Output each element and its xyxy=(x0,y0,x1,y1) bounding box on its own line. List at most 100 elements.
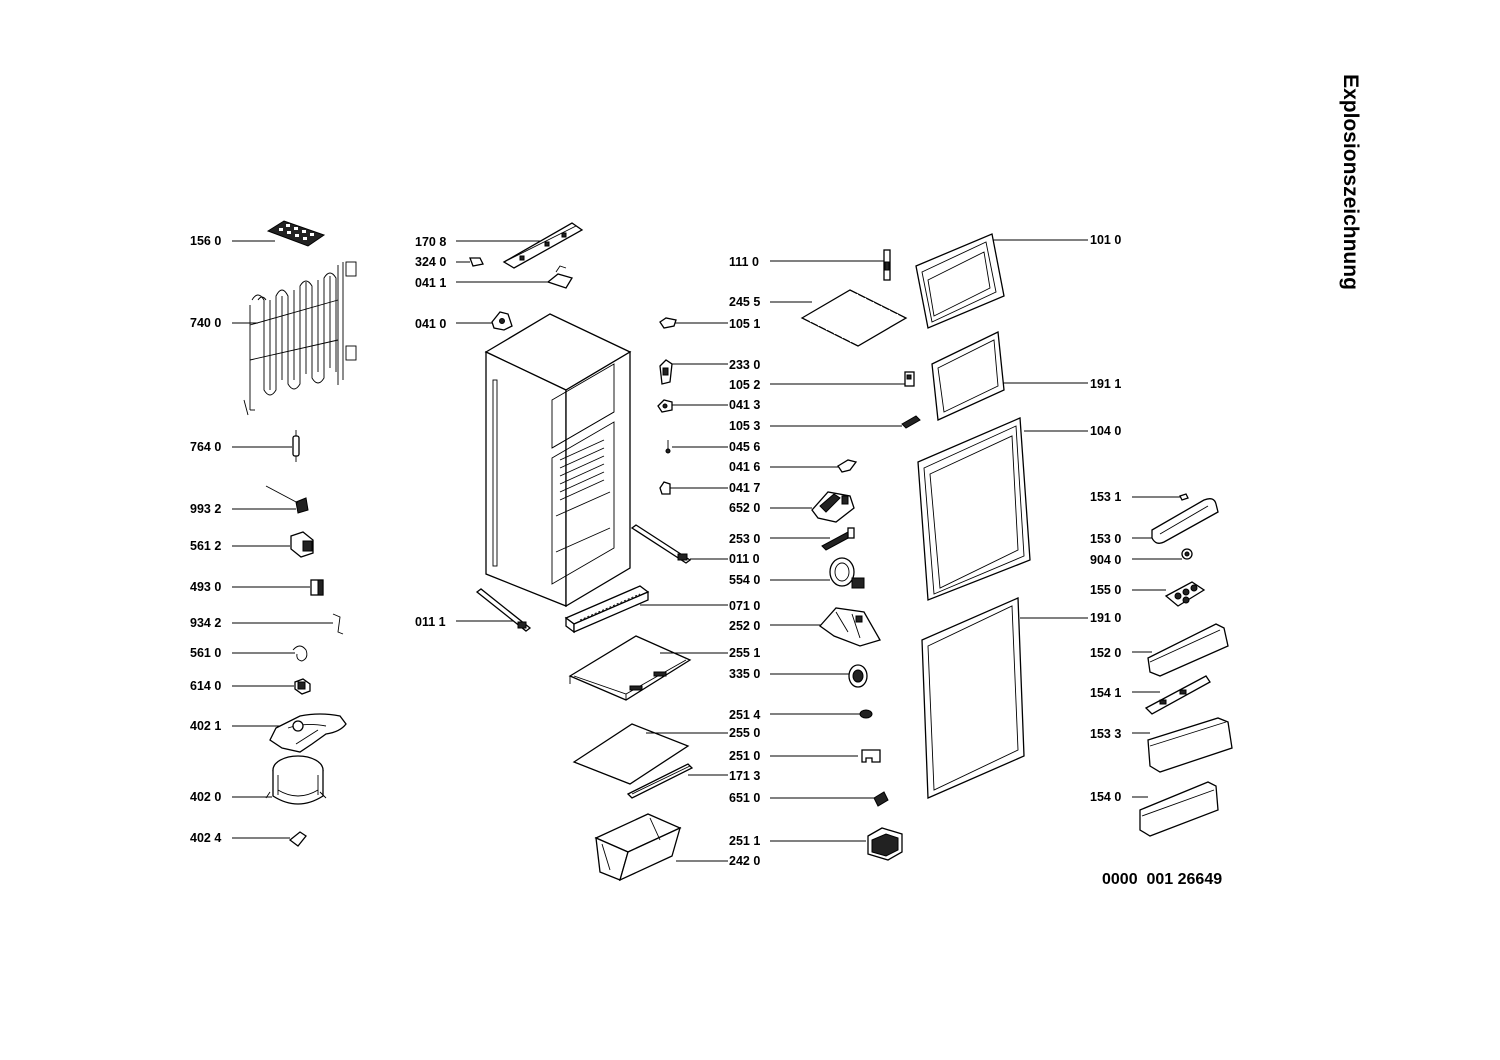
label-245-5: 245 5 xyxy=(729,295,760,309)
label-251-4: 251 4 xyxy=(729,708,760,722)
part-554-0-fan: 554 0 xyxy=(729,557,865,589)
label-041-6: 041 6 xyxy=(729,460,760,474)
part-153-0-butter-lid: 153 0 xyxy=(1090,498,1219,546)
label-191-0: 191 0 xyxy=(1090,611,1121,625)
label-561-0: 561 0 xyxy=(190,646,221,660)
part-252-0-lamp-housing: 252 0 xyxy=(729,607,881,647)
part-170-8: 170 8 xyxy=(415,222,584,269)
part-111-0: 111 0 xyxy=(729,249,891,281)
part-402-4: 402 4 xyxy=(190,831,307,847)
part-041-6: 041 6 xyxy=(729,459,858,474)
part-071-0 xyxy=(564,585,650,634)
label-252-0: 252 0 xyxy=(729,619,760,633)
part-652-0-thermostat: 652 0 xyxy=(729,491,855,523)
label-156-0: 156 0 xyxy=(190,234,221,248)
part-561-0: 561 0 xyxy=(190,645,308,662)
label-561-2: 561 2 xyxy=(190,539,221,553)
label-253-0: 253 0 xyxy=(729,532,760,546)
part-045-6: 045 6 xyxy=(665,440,760,454)
part-041-1: 041 1 xyxy=(415,265,573,290)
part-105-1: 105 1 xyxy=(659,317,760,331)
label-105-3: 105 3 xyxy=(729,419,760,433)
part-255-0-glass xyxy=(572,723,690,785)
label-554-0: 554 0 xyxy=(729,573,760,587)
part-614-0: 614 0 xyxy=(190,678,311,695)
label-041-7: 041 7 xyxy=(729,481,760,495)
part-041-3: 041 3 xyxy=(657,398,760,413)
label-740-0: 740 0 xyxy=(190,316,221,330)
part-402-0-compressor: 402 0 xyxy=(190,755,327,805)
part-493-0: 493 0 xyxy=(190,579,324,596)
label-041-1: 041 1 xyxy=(415,276,446,290)
part-105-2: 105 2 xyxy=(729,371,915,392)
part-233-0: 233 0 xyxy=(659,358,760,385)
part-253-0: 253 0 xyxy=(729,527,855,551)
label-154-0: 154 0 xyxy=(1090,790,1121,804)
part-041-0: 041 0 xyxy=(415,311,513,331)
label-651-0: 651 0 xyxy=(729,791,760,805)
part-191-1-gasket: 191 1 xyxy=(931,331,1121,421)
label-045-6: 045 6 xyxy=(729,440,760,454)
part-041-7: 041 7 xyxy=(659,481,760,495)
label-011-0: 011 0 xyxy=(729,552,760,566)
part-153-3-door-bin: 153 3 xyxy=(1090,717,1233,773)
label-011-1: 011 1 xyxy=(415,615,446,629)
part-101-0-freezer-door: 101 0 xyxy=(915,233,1121,329)
part-904-0: 904 0 xyxy=(1090,548,1193,567)
label-993-2: 993 2 xyxy=(190,502,221,516)
part-105-3: 105 3 xyxy=(729,415,921,433)
part-155-0-egg-tray: 155 0 xyxy=(1090,581,1206,607)
label-071-0: 071 0 xyxy=(729,599,760,613)
label-251-1: 251 1 xyxy=(729,834,760,848)
label-154-1: 154 1 xyxy=(1090,686,1121,700)
part-561-2: 561 2 xyxy=(190,531,314,558)
part-740-0-condenser: 740 0 xyxy=(190,261,357,416)
part-255-1-shelf xyxy=(568,635,692,701)
part-156-0: 156 0 xyxy=(190,220,326,248)
label-105-1: 105 1 xyxy=(729,317,760,331)
label-904-0: 904 0 xyxy=(1090,553,1121,567)
label-171-3: 171 3 xyxy=(729,769,760,783)
label-255-0: 255 0 xyxy=(729,726,760,740)
part-251-0: 251 0 xyxy=(729,749,881,763)
label-242-0: 242 0 xyxy=(729,854,760,868)
part-242-0-crisper xyxy=(594,813,682,882)
label-764-0: 764 0 xyxy=(190,440,221,454)
part-245-5-grid: 245 5 xyxy=(729,289,908,347)
label-251-0: 251 0 xyxy=(729,749,760,763)
label-614-0: 614 0 xyxy=(190,679,221,693)
label-153-1: 153 1 xyxy=(1090,490,1121,504)
part-171-3 xyxy=(626,763,694,799)
label-402-0: 402 0 xyxy=(190,790,221,804)
label-335-0: 335 0 xyxy=(729,667,760,681)
part-154-0-door-bin: 154 0 xyxy=(1090,781,1219,837)
label-191-1: 191 1 xyxy=(1090,377,1121,391)
part-153-1: 153 1 xyxy=(1090,490,1189,504)
label-101-0: 101 0 xyxy=(1090,233,1121,247)
label-041-3: 041 3 xyxy=(729,398,760,412)
label-324-0: 324 0 xyxy=(415,255,446,269)
part-cabinet xyxy=(484,313,632,608)
part-251-4: 251 4 xyxy=(729,708,873,722)
label-255-1: 255 1 xyxy=(729,646,760,660)
label-153-3: 153 3 xyxy=(1090,727,1121,741)
part-764-0-filter-drier: 764 0 xyxy=(190,430,300,462)
part-324-0: 324 0 xyxy=(415,255,484,269)
part-011-1: 011 1 xyxy=(415,588,532,632)
label-153-0: 153 0 xyxy=(1090,532,1121,546)
part-154-1-bottle-guard: 154 1 xyxy=(1090,675,1211,715)
part-402-1: 402 1 xyxy=(190,713,347,753)
part-104-0-fridge-door: 104 0 xyxy=(917,417,1121,601)
label-402-4: 402 4 xyxy=(190,831,221,845)
label-104-0: 104 0 xyxy=(1090,424,1121,438)
label-111-0: 111 0 xyxy=(729,255,759,269)
label-233-0: 233 0 xyxy=(729,358,760,372)
label-402-1: 402 1 xyxy=(190,719,221,733)
part-651-0: 651 0 xyxy=(729,791,889,807)
part-993-2: 993 2 xyxy=(190,485,309,516)
label-493-0: 493 0 xyxy=(190,580,221,594)
label-934-2: 934 2 xyxy=(190,616,221,630)
part-011-0 xyxy=(630,524,692,564)
label-041-0: 041 0 xyxy=(415,317,446,331)
